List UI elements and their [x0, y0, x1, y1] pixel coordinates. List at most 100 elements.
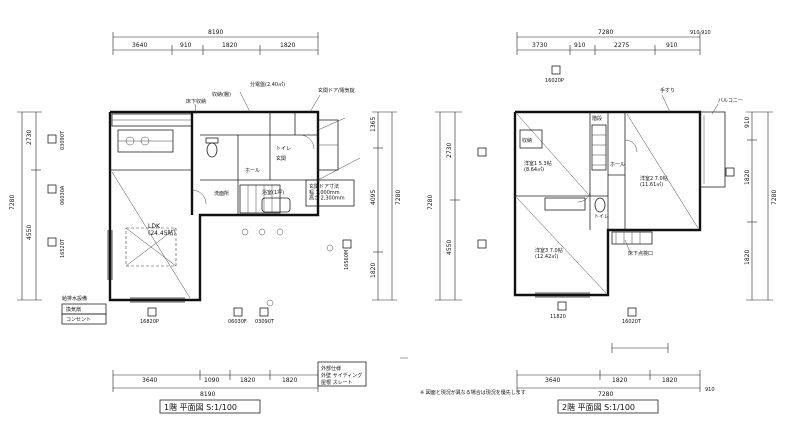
floor1-dim-bottom: 3640 1090 1820 1820 8190: [112, 370, 319, 398]
floor2-dim-top-extra: 910 910: [690, 30, 711, 36]
floor2-footnote: ※ 図面と現況が異なる場合は現況を優先します: [420, 389, 526, 396]
floor1-note-4: 玄関ドア/電気錠: [318, 87, 355, 94]
floor1-notes: 収納(棚) 床下収納 分電盤(2.40㎡) 玄関ドア/電気錠 玄関ドア寸法幅 1…: [186, 81, 355, 307]
floor2-dim-bottom-seg-2: 1820: [612, 377, 627, 384]
floor2-window-labels: 11820 16020T: [550, 301, 669, 353]
floor2-note-hall: ホール: [610, 162, 625, 168]
floor2-window-top: 16020P: [545, 78, 564, 84]
floor1-legend: 給排水設備 換気扇 コンセント: [61, 295, 107, 325]
floor1-title-block: 1階 平面図 S:1/100: [159, 399, 261, 414]
floor2-note-toilet: トイレ: [594, 214, 609, 220]
floor2-plan: 7280 910 910 3730 910 2275 910 16020P 72…: [420, 29, 778, 414]
floor2-dim-left-seg-1: 2730: [446, 143, 453, 158]
floor1-window-3: 03090T: [255, 319, 275, 325]
floor2-title-block: 2階 平面図 S:1/100: [557, 399, 659, 414]
floor1-room-toilet: トイレ: [276, 146, 291, 152]
floor2-room-wic: 収納: [522, 137, 532, 144]
floor1-room-ldk: LDK(24.45帖): [148, 223, 176, 237]
floor2-walls: [513, 110, 726, 298]
floor1-walls: [107, 110, 361, 303]
floor2-room-bed1: 洋室1 5.3帖(8.64㎡): [524, 160, 552, 173]
floor2-dim-top-seg-1: 3730: [532, 42, 547, 49]
floor2-dim-bottom-seg-1: 3640: [545, 377, 560, 384]
floor2-note-inspection: 床下点検口: [628, 250, 653, 257]
floor1-dim-bottom-seg-2: 1090: [204, 377, 219, 384]
floor2-dim-bottom-extra: 910: [705, 387, 715, 393]
floor2-note-stairs: 階段: [592, 115, 602, 122]
floor1-dim-left-seg-2: 4550: [26, 225, 33, 240]
floor1-dim-right-total: 7280: [395, 190, 402, 205]
floor2-dim-bottom-seg-3: 1820: [662, 377, 677, 384]
svg-text:06030A: 06030A: [60, 185, 66, 205]
floor2-window-bottom-2: 16020T: [622, 319, 642, 325]
floor1-window-1: 16820P: [140, 319, 159, 325]
floor1-door-stamp: [305, 179, 355, 207]
floor1-dim-left: 7280 2730 4550 03090T 06030A 16520T: [9, 111, 66, 301]
floor1-room-hall: ホール: [245, 168, 260, 174]
floor2-dim-right-seg-2: 1820: [744, 170, 751, 185]
floor1-window-right: 16560M: [344, 250, 350, 270]
floor1-dim-bottom-seg-3: 1820: [240, 377, 255, 384]
floor2-dim-right-seg-3: 1820: [744, 250, 751, 265]
floor2-room-bed2: 洋室2 7.0帖(11.61㎡): [640, 175, 668, 188]
floor1-note-1: 収納(棚): [212, 91, 231, 98]
floor2-dim-right: 910 1820 1820 7280: [725, 111, 778, 301]
floor1-dim-right-seg-2: 4095: [370, 190, 377, 205]
floor2-dim-top-seg-2: 910: [574, 42, 586, 49]
floor2-room-labels: 洋室1 5.3帖(8.64㎡) 洋室2 7.0帖(11.61㎡) 洋室3 7.0…: [522, 137, 668, 260]
floor1-dim-top-seg-1: 3640: [132, 42, 147, 49]
floor1-legend-title: 給排水設備: [62, 295, 87, 302]
floor2-notes: バルコニー ホール 階段 床下点検口 トイレ 手すり: [592, 87, 743, 257]
floor2-dim-right-seg-1: 910: [744, 116, 751, 128]
floor2-dim-top: 7280 910 910 3730 910 2275 910 16020P: [516, 29, 711, 84]
floor1-note-3: 分電盤(2.40㎡): [250, 81, 285, 88]
floor1-legend-item-2: コンセント: [66, 317, 91, 323]
floor1-window-labels: 16820P 06030F 03090T: [140, 307, 275, 325]
svg-text:16520T: 16520T: [60, 238, 66, 258]
floor1-dim-left-total: 7280: [9, 195, 16, 210]
floor1-spec-block: 外部仕様 外壁 サイディング 屋根 スレート: [317, 361, 367, 387]
floor1-dim-left-seg-1: 2730: [26, 130, 33, 145]
floor1-dim-bottom-seg-4: 1820: [282, 377, 297, 384]
floor1-dim-right-seg-3: 1820: [370, 263, 377, 278]
floor1-dim-top-seg-3: 1820: [222, 42, 237, 49]
floor1-dim-bottom-total: 8190: [200, 391, 215, 398]
floor2-dim-top-seg-4: 910: [666, 42, 678, 49]
floor2-room-bed3: 洋室3 7.0帖(12.42㎡): [535, 247, 563, 260]
floor2-dim-left-total: 7280: [427, 195, 434, 210]
floor2-dim-left-seg-2: 4550: [446, 240, 453, 255]
floor1-room-wash: 洗面所: [214, 190, 229, 197]
floor2-dim-top-seg-3: 2275: [614, 42, 629, 49]
floor1-dim-right-seg-1: 1365: [370, 117, 377, 132]
floor1-legend-item-1: 換気扇: [66, 306, 81, 313]
floor1-title: 1階 平面図 S:1/100: [164, 402, 237, 412]
floor1-window-2: 06030F: [228, 319, 247, 325]
floor2-note-rail: 手すり: [660, 87, 675, 94]
floor1-dim-top-seg-2: 910: [180, 42, 192, 49]
floor1-dim-top-total: 8190: [208, 29, 223, 36]
floor1-dim-bottom-seg-1: 3640: [142, 377, 157, 384]
svg-text:03090T: 03090T: [60, 130, 66, 150]
floor1-dim-top: 8190 3640 910 1820 1820: [112, 29, 319, 55]
floor1-plan: 8190 3640 910 1820 1820 7280 2730 4550 0…: [9, 29, 402, 414]
floor1-dim-top-seg-4: 1820: [280, 42, 295, 49]
floor1-room-entrance: 玄関: [276, 155, 286, 162]
floor2-title: 2階 平面図 S:1/100: [562, 402, 635, 412]
floor2-dim-left: 7280 2730 4550: [427, 111, 487, 301]
floor1-dim-right: 1365 4095 1820 7280 16560M: [342, 111, 402, 301]
floor1-spec-1: 外部仕様: [321, 365, 341, 372]
floor2-dim-bottom-total: 7280: [598, 391, 613, 398]
floor2-dim-bottom: 3640 1820 1820 7280 910: [516, 370, 715, 398]
floor2-dim-top-total: 7280: [598, 29, 613, 36]
floor1-spec-2: 外壁 サイディング: [321, 372, 362, 379]
floor1-note-2: 床下収納: [186, 98, 206, 105]
floor2-note-balcony: バルコニー: [718, 98, 743, 104]
floor2-dim-right-total: 7280: [771, 190, 778, 205]
floor2-window-bottom-1: 11820: [550, 314, 566, 320]
floor1-spec-3: 屋根 スレート: [321, 379, 353, 386]
floor1-room-bath: 浴室(1坪): [262, 189, 284, 196]
floor1-room-labels: LDK(24.45帖) 洗面所 浴室(1坪) トイレ 玄関 ホール: [148, 146, 291, 237]
